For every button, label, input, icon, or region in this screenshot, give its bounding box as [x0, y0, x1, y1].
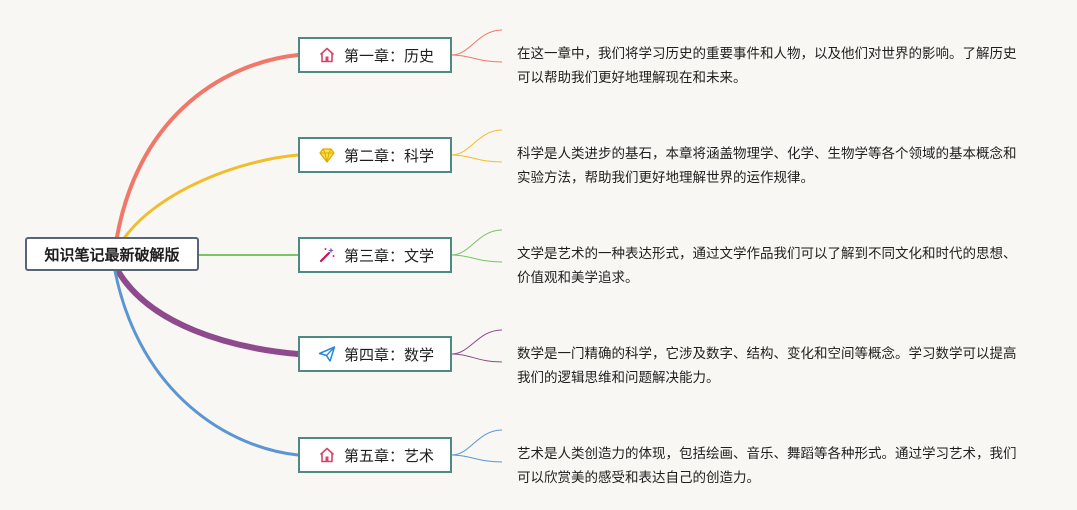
description-chapter-1: 在这一章中，我们将学习历史的重要事件和人物，以及他们对世界的影响。了解历史可以帮…: [517, 46, 1017, 86]
paper-plane-icon: [318, 345, 336, 363]
topic-chapter-3-label: 第三章：文学: [344, 246, 435, 265]
topic-chapter-1-label: 第一章：历史: [344, 46, 435, 65]
magic-wand-icon: [318, 246, 336, 264]
branch-chapter-5: [113, 269, 300, 457]
desc-connector-5: [451, 429, 503, 463]
topic-chapter-5[interactable]: 第五章：艺术: [298, 437, 452, 473]
desc-connector-4: [451, 329, 503, 363]
house-icon: [318, 446, 336, 464]
root-topic-label: 知识笔记最新破解版: [44, 245, 180, 264]
description-chapter-5: 艺术是人类创造力的体现，包括绘画、音乐、舞蹈等各种形式。通过学习艺术，我们可以欣…: [517, 446, 1017, 486]
desc-connector-3: [451, 229, 503, 263]
topic-chapter-4[interactable]: 第四章：数学: [298, 336, 452, 372]
description-chapter-2: 科学是人类进步的基石，本章将涵盖物理学、化学、生物学等各个领域的基本概念和实验方…: [517, 146, 1017, 186]
desc-connector-1: [451, 29, 503, 63]
branch-chapter-4: [115, 268, 301, 357]
branch-chapter-1: [115, 53, 300, 239]
desc-connector-2: [451, 129, 503, 163]
topic-chapter-1[interactable]: 第一章：历史: [298, 37, 452, 73]
topic-chapter-5-label: 第五章：艺术: [344, 446, 435, 465]
topic-chapter-2-label: 第二章：科学: [344, 146, 435, 165]
description-chapter-4: 数学是一门精确的科学，它涉及数字、结构、变化和空间等概念。学习数学可以提高我们的…: [517, 346, 1017, 386]
branch-chapter-2: [123, 153, 300, 239]
root-topic[interactable]: 知识笔记最新破解版: [25, 237, 199, 271]
house-icon: [318, 46, 336, 64]
diamond-icon: [318, 146, 336, 164]
topic-chapter-3[interactable]: 第三章：文学: [298, 237, 452, 273]
topic-chapter-4-label: 第四章：数学: [344, 345, 435, 364]
topic-chapter-2[interactable]: 第二章：科学: [298, 137, 452, 173]
description-chapter-3: 文学是艺术的一种表达形式，通过文学作品我们可以了解到不同文化和时代的思想、价值观…: [517, 246, 1017, 286]
